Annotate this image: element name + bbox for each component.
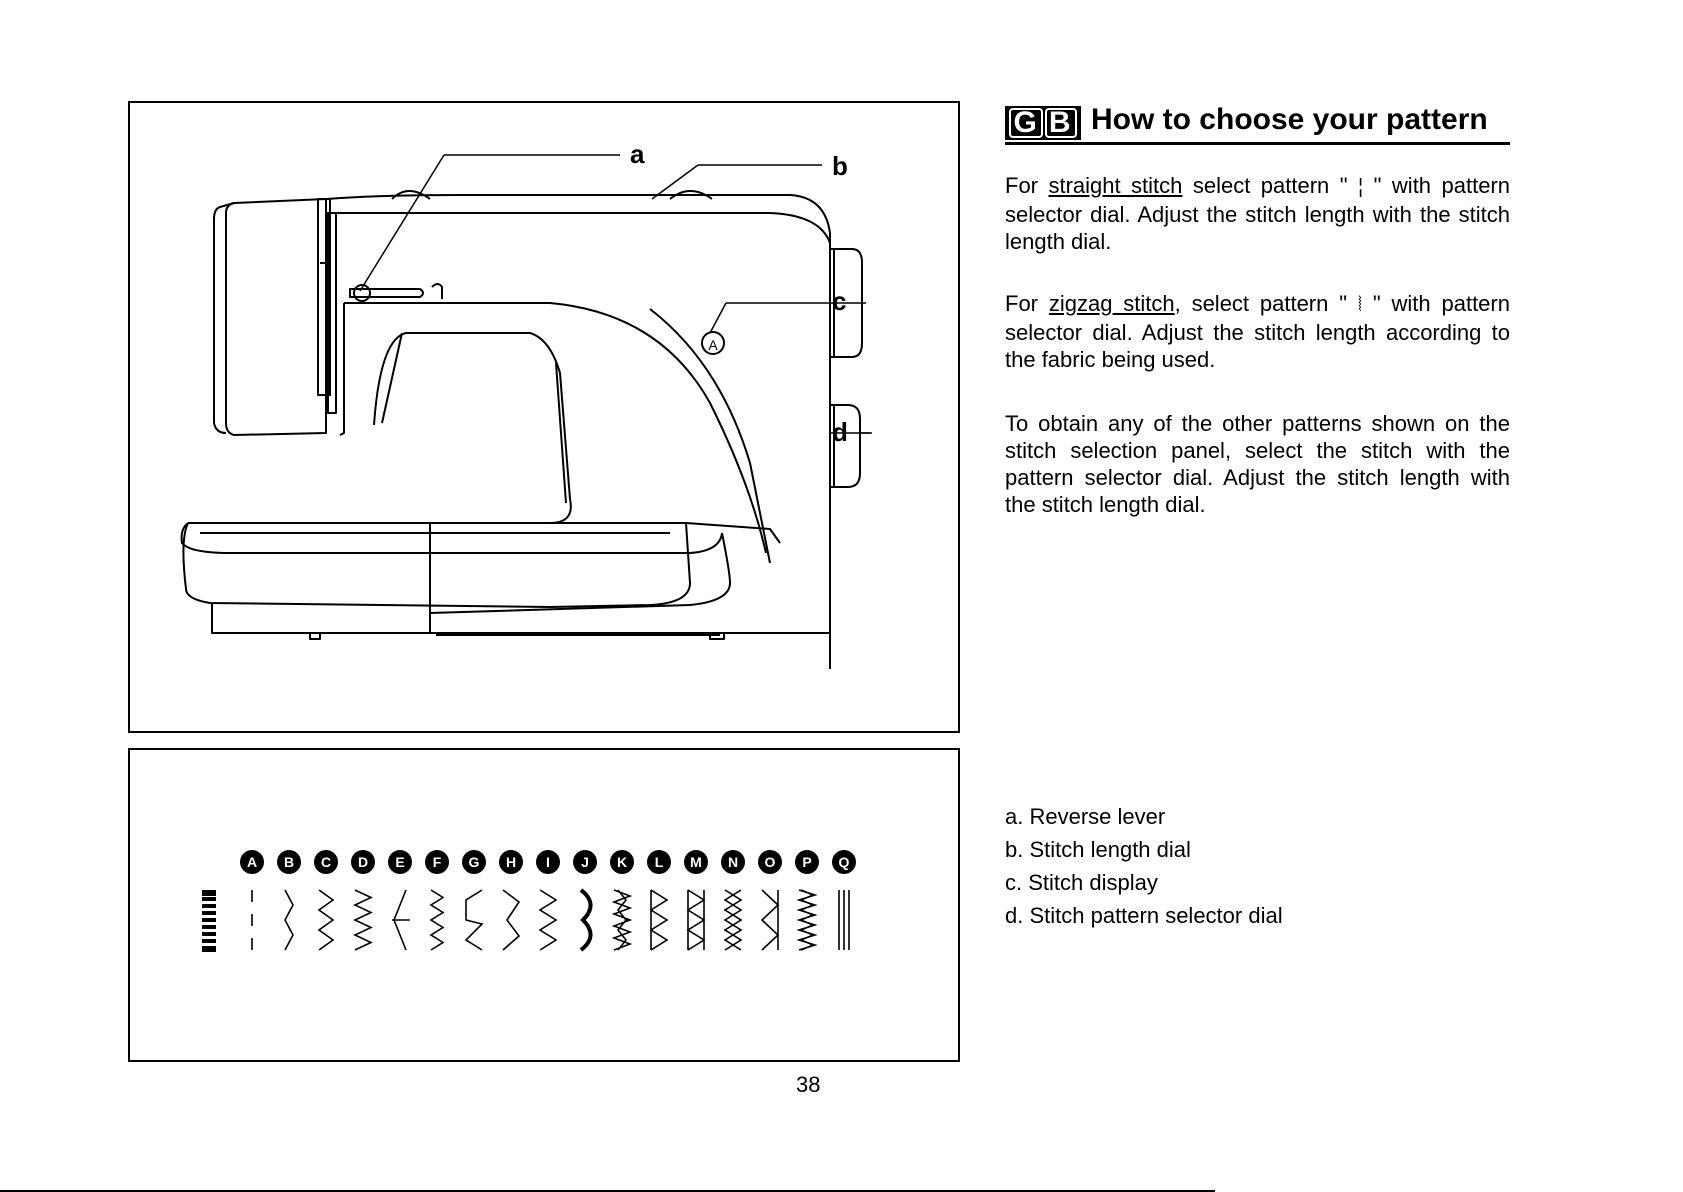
pattern-letter-p: P — [802, 854, 811, 870]
p1-straight-stitch-term: straight stitch — [1048, 173, 1183, 198]
pattern-letter-c: C — [321, 854, 331, 870]
stitch-pattern-q-icon — [838, 890, 850, 950]
pattern-letter-m: M — [690, 854, 702, 870]
stitch-pattern-b-icon — [284, 889, 294, 951]
dial-mark-label: A — [708, 337, 718, 353]
pattern-letter-a: A — [247, 854, 257, 870]
pattern-badge-p — [795, 850, 819, 874]
page-title: How to choose your pattern — [1091, 103, 1488, 136]
pattern-badge-c — [314, 850, 338, 874]
pattern-letter-q: Q — [839, 854, 850, 870]
stitch-pattern-n-icon — [723, 889, 743, 951]
legend-item-c: c. Stitch display — [1005, 870, 1158, 895]
pattern-badge-n — [721, 850, 745, 874]
parts-legend: a. Reverse lever b. Stitch length dial c… — [1005, 800, 1283, 932]
stitch-pattern-g-icon — [464, 889, 484, 951]
heading-underline — [1005, 142, 1510, 145]
callout-d: d — [832, 417, 848, 447]
paragraph-zigzag-stitch: For zigzag stitch, select pattern " ⦚ " … — [1005, 290, 1510, 373]
sewing-machine-drawing: A — [180, 154, 872, 669]
stitch-length-scale-icon — [202, 890, 216, 952]
callout-b: b — [832, 151, 848, 181]
p2-zigzag-stitch-term: zigzag stitch — [1048, 291, 1175, 316]
pattern-badge-h — [499, 850, 523, 874]
pattern-letter-k: K — [617, 854, 627, 870]
pattern-letter-h: H — [506, 854, 516, 870]
stitch-pattern-c-icon — [317, 889, 335, 951]
pattern-letter-o: O — [765, 854, 776, 870]
stitch-selection-panel: A B C D E F G H I J K L M N O P Q — [128, 748, 960, 1062]
callout-a: a — [630, 139, 645, 169]
p2-text-start: For — [1005, 291, 1049, 316]
page-number: 38 — [796, 1072, 821, 1097]
straight-stitch-icon: ¦ — [1358, 176, 1364, 198]
pattern-letter-g: G — [469, 854, 480, 870]
stitch-pattern-k-icon — [611, 889, 633, 951]
sewing-machine-figure: A a b c d — [128, 101, 960, 733]
pattern-badge-j — [573, 850, 597, 874]
pattern-badge-i — [536, 850, 560, 874]
callout-c: c — [832, 286, 847, 316]
pattern-badge-q — [832, 850, 856, 874]
stitch-pattern-p-icon — [796, 889, 818, 951]
paragraph-other-patterns: To obtain any of the other patterns show… — [1005, 411, 1510, 517]
pattern-badge-g — [462, 850, 486, 874]
legend-item-a: a. Reverse lever — [1005, 804, 1166, 829]
stitch-pattern-l-icon — [649, 889, 669, 951]
pattern-badge-k — [610, 850, 634, 874]
pattern-badge-l — [647, 850, 671, 874]
pattern-badge-m — [684, 850, 708, 874]
stitch-pattern-f-icon — [429, 889, 445, 951]
badge-letter-b: B — [1044, 108, 1077, 138]
pattern-badge-e — [388, 850, 412, 874]
badge-letter-g: G — [1009, 108, 1043, 138]
legend-item-b: b. Stitch length dial — [1005, 837, 1191, 862]
pattern-letter-i: I — [546, 854, 550, 870]
stitch-pattern-j-icon — [579, 888, 593, 952]
pattern-letter-e: E — [395, 854, 404, 870]
pattern-letter-f: F — [433, 854, 442, 870]
p1-text-mid: select pattern " — [1182, 173, 1358, 198]
p1-text-start: For — [1005, 173, 1049, 198]
pattern-badge-a — [240, 850, 264, 874]
stitch-pattern-e-icon — [392, 889, 410, 951]
stitch-pattern-m-icon — [686, 889, 706, 951]
pattern-letter-j: J — [581, 854, 589, 870]
pattern-badge-d — [351, 850, 375, 874]
p2-text-mid: , select pattern " — [1174, 291, 1358, 316]
pattern-letter-d: D — [358, 854, 368, 870]
pattern-badge-f — [425, 850, 449, 874]
stitch-patterns-drawing: A B C D E F G H I J K L M N O P Q — [202, 850, 856, 952]
paragraph-straight-stitch: For straight stitch select pattern " ¦ "… — [1005, 172, 1510, 255]
stitch-pattern-o-icon — [760, 889, 780, 951]
stitch-pattern-d-icon — [353, 889, 373, 951]
stitch-pattern-i-icon — [538, 889, 558, 951]
p2-text-end: " with pattern selector dial. Adjust the… — [1005, 291, 1510, 372]
pattern-letter-n: N — [728, 854, 738, 870]
stitch-pattern-h-icon — [502, 889, 521, 951]
zigzag-stitch-icon: ⦚ — [1357, 294, 1363, 316]
pattern-letter-l: L — [655, 854, 664, 870]
legend-item-d: d. Stitch pattern selector dial — [1005, 903, 1283, 928]
pattern-letter-b: B — [284, 854, 294, 870]
pattern-badge-o — [758, 850, 782, 874]
pattern-badge-b — [277, 850, 301, 874]
p1-text-end: " with pattern selector dial. Adjust the… — [1005, 173, 1510, 254]
